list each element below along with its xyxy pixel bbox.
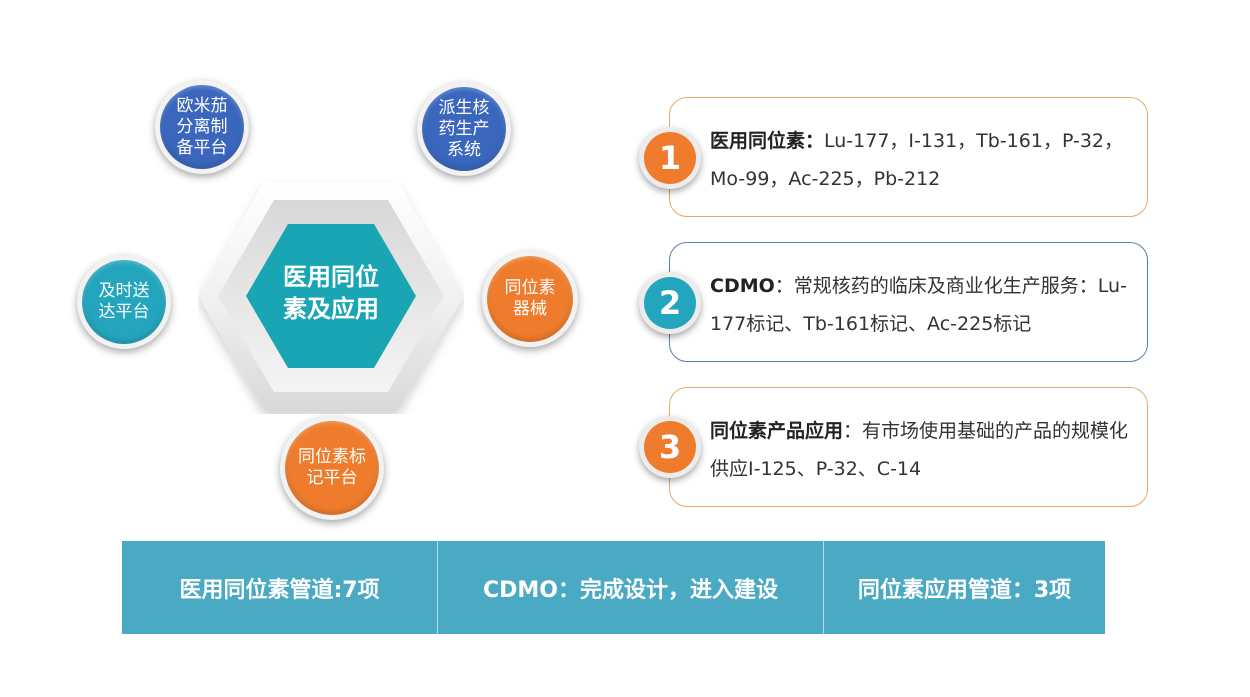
summary-medical-pipeline: 医用同位素管道:7项 bbox=[122, 541, 438, 634]
card-number-badge: 1 bbox=[639, 127, 701, 189]
satellite-label: 欧米茄分离制备平台 bbox=[176, 95, 228, 158]
hub-hexagon: 医用同位 素及应用 bbox=[198, 182, 464, 410]
card-title: 医用同位素： bbox=[710, 130, 825, 152]
card-body: ：常规核药的临床及商业化生产服务：Lu-177标记、Tb-161标记、Ac-22… bbox=[710, 275, 1127, 335]
card-number-badge: 2 bbox=[639, 272, 701, 334]
card-medical-isotopes: 医用同位素：Lu-177，I-131，Tb-161，P-32，Mo-99，Ac-… bbox=[669, 97, 1148, 217]
summary-bar: 医用同位素管道:7项 CDMO：完成设计，进入建设 同位素应用管道：3项 bbox=[122, 541, 1105, 634]
satellite-delivery: 及时送达平台 bbox=[77, 255, 171, 349]
card-body: ：有市场使用基础的产品的规模化供应I-125、P-32、C-14 bbox=[710, 420, 1129, 480]
card-body: Lu-177，I-131，Tb-161，P-32，Mo-99，Ac-225，Pb… bbox=[710, 130, 1124, 190]
summary-application-pipeline: 同位素应用管道：3项 bbox=[857, 577, 1072, 603]
satellite-isotope-device: 同位素器械 bbox=[482, 251, 578, 347]
number-2: 2 bbox=[644, 277, 696, 329]
card-number-badge: 3 bbox=[639, 416, 701, 478]
satellite-label: 同位素器械 bbox=[504, 278, 556, 319]
satellite-labeling-platform: 同位素标记平台 bbox=[280, 416, 384, 520]
satellite-label: 派生核药生产系统 bbox=[438, 97, 490, 160]
hub-core bbox=[246, 224, 416, 368]
satellite-omega-platform: 欧米茄分离制备平台 bbox=[155, 80, 249, 174]
card-isotope-products: 同位素产品应用：有市场使用基础的产品的规模化供应I-125、P-32、C-14 bbox=[669, 387, 1148, 507]
number-1: 1 bbox=[644, 132, 696, 184]
card-cdmo: CDMO：常规核药的临床及商业化生产服务：Lu-177标记、Tb-161标记、A… bbox=[669, 242, 1148, 362]
card-title: CDMO bbox=[710, 275, 775, 297]
satellite-label: 同位素标记平台 bbox=[298, 447, 366, 488]
satellite-derived-production: 派生核药生产系统 bbox=[417, 82, 511, 176]
satellite-label: 及时送达平台 bbox=[98, 281, 150, 322]
summary-cdmo-status: CDMO：完成设计，进入建设 bbox=[438, 541, 824, 634]
hub-title-line1: 医用同位 bbox=[283, 263, 379, 291]
card-title: 同位素产品应用 bbox=[710, 420, 844, 442]
number-3: 3 bbox=[644, 421, 696, 473]
hub-title-line2: 素及应用 bbox=[283, 295, 379, 323]
